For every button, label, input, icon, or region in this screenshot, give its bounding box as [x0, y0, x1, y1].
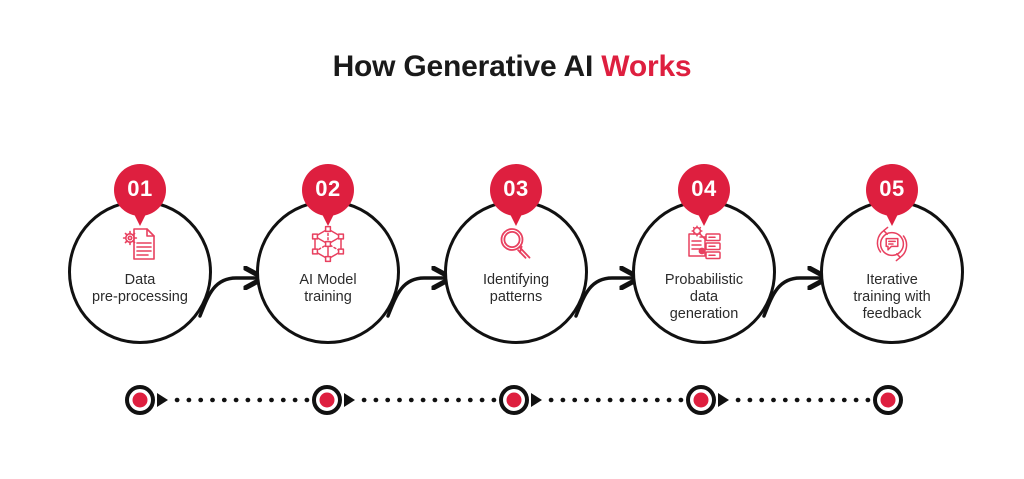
step-item-02[interactable]: 02 AI Model training — [256, 164, 400, 344]
step-number-label: 05 — [879, 176, 905, 201]
step-label: Identifying patterns — [482, 272, 550, 305]
timeline-marker-1 — [125, 385, 155, 415]
step-number-badge: 04 — [678, 164, 730, 228]
data-server-gear-icon — [682, 222, 726, 266]
magnifier-icon — [494, 222, 538, 266]
badge-pin-circle — [114, 164, 166, 216]
step-item-01[interactable]: 01 Data pre-processing — [68, 164, 212, 344]
timeline-marker-3 — [499, 385, 529, 415]
badge-pin-circle — [678, 164, 730, 216]
step-label: Iterative training with feedback — [853, 272, 931, 322]
timeline-arrow-4 — [718, 393, 729, 407]
step-number-badge: 03 — [490, 164, 542, 228]
step-number-label: 02 — [315, 176, 341, 201]
timeline-marker-5 — [873, 385, 903, 415]
step-label: AI Model training — [299, 272, 357, 305]
step-number-label: 01 — [127, 176, 153, 201]
step-number-badge: 05 — [866, 164, 918, 228]
feedback-cycle-icon — [870, 222, 914, 266]
timeline-arrow-1 — [157, 393, 168, 407]
network-cube-icon — [306, 222, 350, 266]
step-number-badge: 02 — [302, 164, 354, 228]
title-accent-text: Works — [601, 50, 692, 83]
title-primary-text: How Generative AI — [332, 50, 602, 83]
badge-pin-circle — [490, 164, 542, 216]
timeline-arrowheads — [157, 393, 729, 407]
timeline-markers — [125, 385, 903, 415]
connector-arrow-2 — [386, 278, 449, 318]
step-item-03[interactable]: 03 Identifying patterns — [444, 164, 588, 344]
document-gear-icon — [118, 222, 162, 266]
timeline-marker-4 — [686, 385, 716, 415]
step-item-04[interactable]: 04 Probabilistic data generation — [632, 164, 776, 344]
connector-arrow-3 — [574, 278, 637, 318]
progress-timeline — [0, 378, 1024, 422]
step-label: Data pre-processing — [92, 272, 188, 305]
badge-pin-circle — [302, 164, 354, 216]
timeline-arrow-2 — [344, 393, 355, 407]
timeline-marker-2 — [312, 385, 342, 415]
connector-arrow-4 — [762, 278, 825, 318]
step-number-label: 03 — [503, 176, 529, 201]
connector-arrow-1 — [198, 278, 261, 318]
page-title: How Generative AI Works — [0, 50, 1024, 84]
step-number-label: 04 — [691, 176, 717, 201]
timeline-arrow-3 — [531, 393, 542, 407]
badge-pin-circle — [866, 164, 918, 216]
step-item-05[interactable]: 05 Iterative training with feedback — [820, 164, 964, 344]
step-label: Probabilistic data generation — [664, 272, 744, 322]
step-number-badge: 01 — [114, 164, 166, 228]
